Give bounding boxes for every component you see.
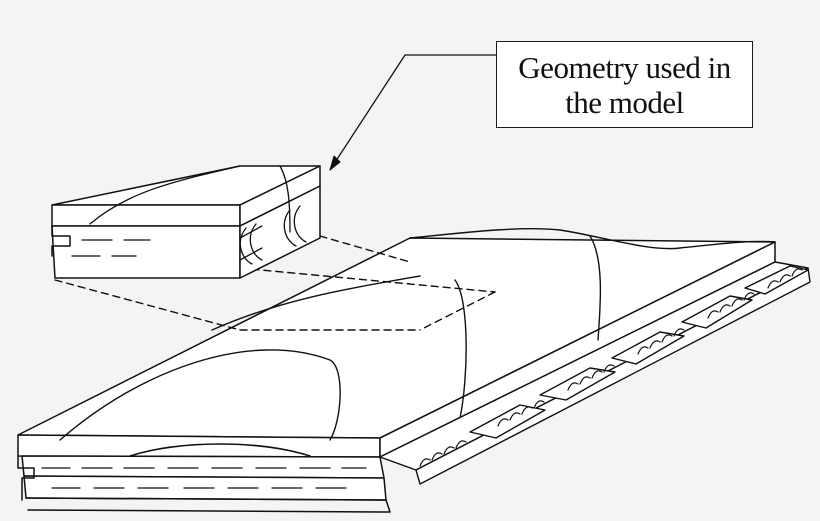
leader-arrow xyxy=(329,54,497,171)
callout-line-1: Geometry used in xyxy=(518,49,731,85)
callout-box: Geometry used in the model xyxy=(496,41,753,128)
pad-strip xyxy=(379,261,811,485)
surface-contours xyxy=(59,228,776,441)
callout-line-2: the model xyxy=(565,84,684,120)
model-region-dashed xyxy=(54,235,496,331)
block-details xyxy=(71,165,307,265)
model-geometry-block xyxy=(51,165,321,279)
ply-dashes-slab xyxy=(41,467,367,489)
main-slab xyxy=(17,237,776,513)
pad-rollers xyxy=(419,268,803,467)
